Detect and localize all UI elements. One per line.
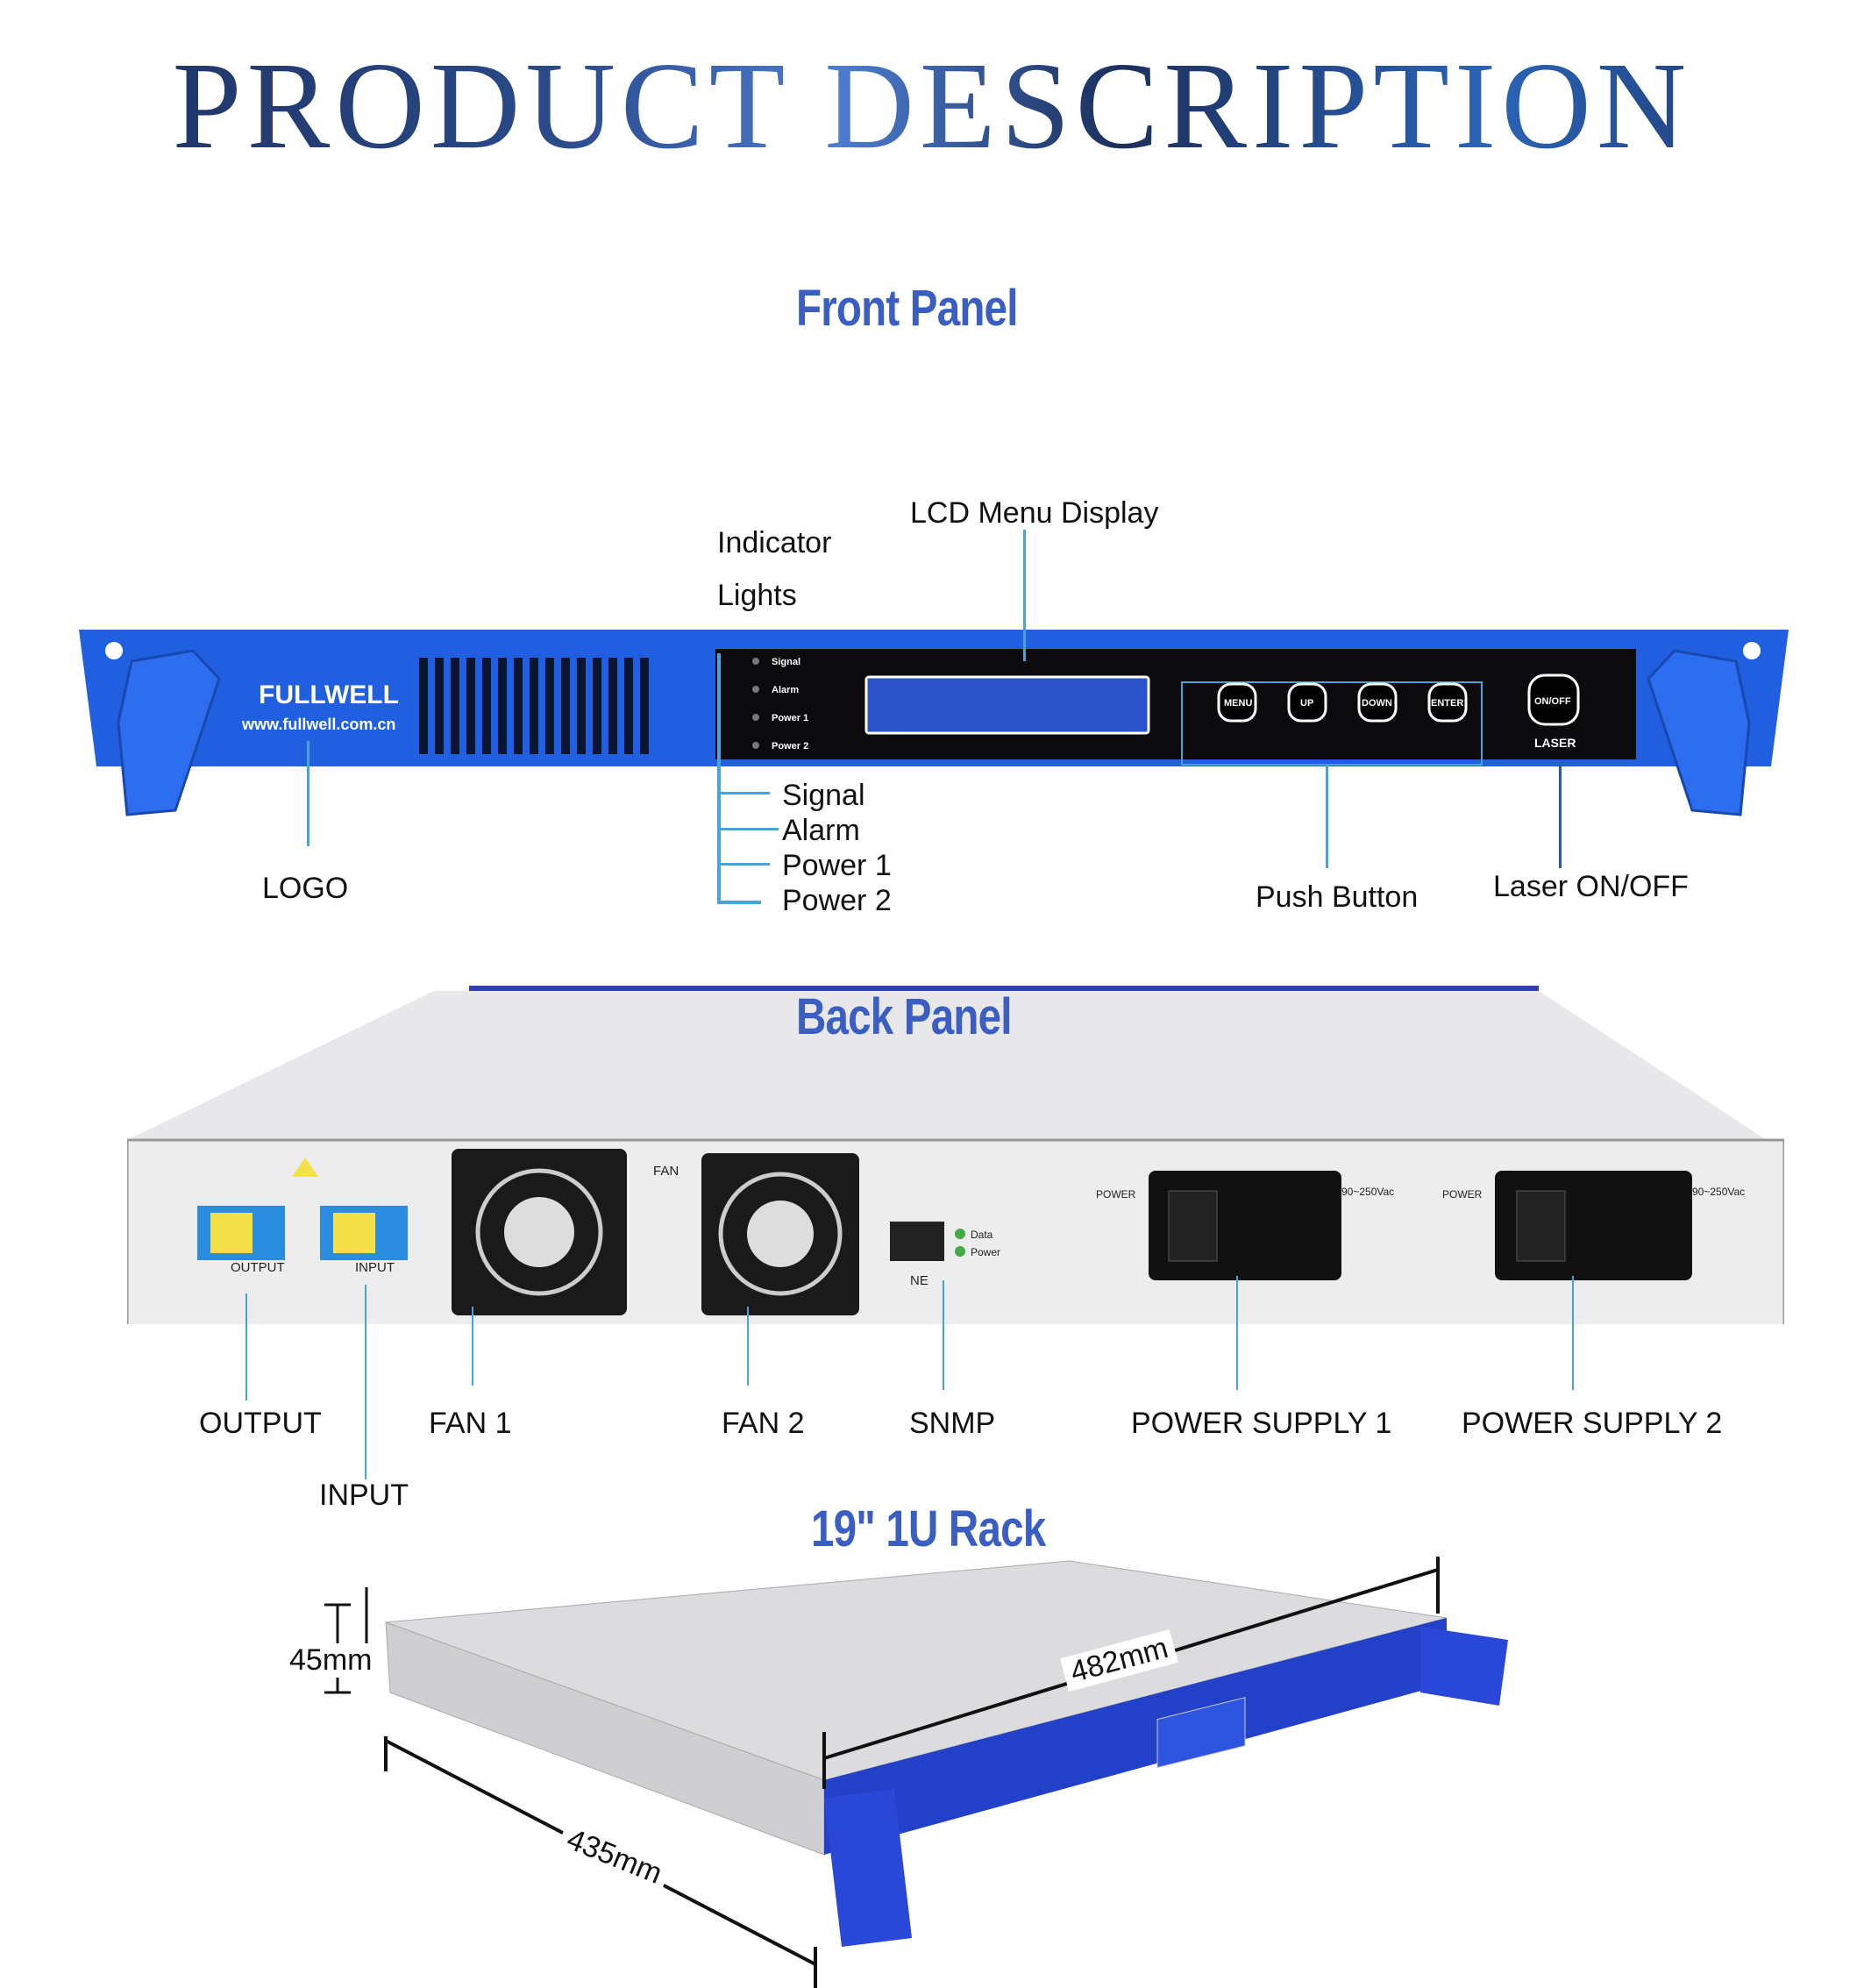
indicator-bracket [717,653,721,903]
laser-callout-line [1559,765,1562,868]
svg-text:Power 1: Power 1 [772,713,808,723]
svg-text:90~250Vac: 90~250Vac [1341,1186,1394,1198]
logo-callout-line [307,741,309,846]
rack-graphic [324,1557,1508,1988]
svg-text:Signal: Signal [772,657,800,667]
indicator-power-2: Power 2 [782,884,892,917]
indicator-alarm: Alarm [782,814,860,847]
power-supply-2-callout: POWER SUPPLY 2 [1462,1407,1723,1440]
brand-logo: FULLWELL [259,680,399,709]
svg-text:90~250Vac: 90~250Vac [1692,1186,1745,1198]
push-button-callout: Push Button [1256,880,1419,914]
svg-text:ENTER: ENTER [1431,698,1463,709]
indicator-tick [717,828,779,830]
indicator-tick [717,792,770,794]
indicator-tick [717,863,770,866]
brand-url: www.fullwell.com.cn [241,716,395,733]
output-callout-line [245,1293,247,1400]
svg-text:NE: NE [910,1273,928,1288]
svg-text:POWER: POWER [1442,1188,1483,1201]
svg-text:DOWN: DOWN [1362,698,1392,709]
input-port-label: INPUT [355,1260,395,1275]
indicator-power-1: Power 1 [782,849,892,882]
svg-text:UP: UP [1300,698,1313,709]
output-port-label: OUTPUT [231,1260,285,1275]
laser-callout: Laser ON/OFF [1493,870,1689,903]
lcd-callout: LCD Menu Display [910,496,1159,530]
snmp-callout-line [943,1280,944,1390]
fan2-callout: FAN 2 [722,1407,805,1440]
rack-heading: 19" 1U Rack [811,1500,1046,1557]
output-callout: OUTPUT [199,1407,322,1440]
back-panel-heading: Back Panel [796,988,1012,1045]
page-title: PRODUCT DESCRIPTION [0,33,1864,177]
svg-text:FAN: FAN [653,1164,679,1179]
svg-text:MENU: MENU [1224,698,1252,709]
logo-callout: LOGO [262,872,349,905]
ps2-callout-line [1572,1276,1574,1390]
svg-text:ON/OFF: ON/OFF [1534,696,1571,707]
power-supply-1-callout: POWER SUPPLY 1 [1131,1407,1392,1440]
push-button-callout-line [1326,765,1328,868]
svg-text:Power: Power [971,1246,1000,1258]
fan1-callout: FAN 1 [429,1407,512,1440]
fan1-callout-line [472,1307,473,1386]
front-panel-graphic: FULLWELL www.fullwell.com.cn SignalAlarm… [79,630,1789,816]
ps1-callout-line [1236,1276,1238,1390]
input-callout-line [365,1285,366,1479]
indicator-tick [717,901,761,904]
height-dimension: 45mm [289,1643,373,1678]
indicator-callout: Indicator [717,526,832,559]
rack-device-image [281,1552,1526,1988]
back-panel-device: OUTPUT INPUT FAN NE Data Power POWER POW… [127,982,1784,1324]
input-callout: INPUT [319,1479,409,1512]
svg-text:Data: Data [971,1229,993,1241]
svg-text:Alarm: Alarm [772,685,799,695]
snmp-callout: SNMP [909,1407,996,1440]
front-panel-heading: Front Panel [796,280,1018,337]
indicator-callout-2: Lights [717,579,797,612]
lcd-callout-line [1023,530,1026,661]
svg-text:LASER: LASER [1534,736,1576,750]
svg-text:POWER: POWER [1096,1188,1136,1201]
back-panel-graphic: OUTPUT INPUT FAN NE Data Power POWER POW… [127,986,1784,1324]
svg-text:Power 2: Power 2 [772,741,808,752]
fan2-callout-line [747,1307,749,1386]
indicator-signal: Signal [782,779,865,812]
